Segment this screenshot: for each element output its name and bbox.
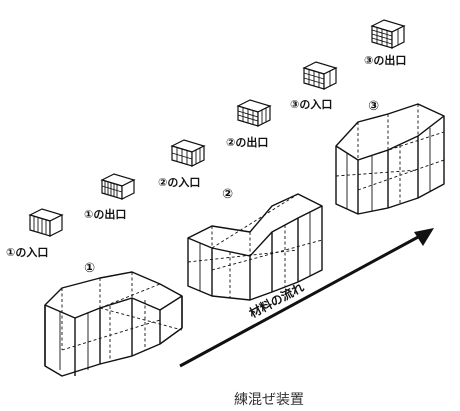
sample-block-1-outlet <box>102 174 134 199</box>
sample-block-1-inlet <box>30 209 62 236</box>
sample-block-2-outlet <box>238 100 270 126</box>
step-label-3-outlet: ③の出口 <box>364 53 406 67</box>
sample-block-3-inlet <box>304 62 336 89</box>
step-label-2-inlet: ②の入口 <box>158 176 200 189</box>
diagram-caption: 練混ぜ装置 <box>234 392 304 408</box>
step-label-1-outlet: ①の出口 <box>84 207 126 221</box>
step-label-3-inlet: ③の入口 <box>290 98 332 111</box>
step-label-1-inlet: ①の入口 <box>6 246 48 259</box>
sample-block-2-inlet <box>172 140 204 166</box>
step-label-2-outlet: ②の出口 <box>226 135 268 149</box>
mixing-element-3 <box>336 104 444 214</box>
mixing-element-1 <box>45 272 182 376</box>
sample-block-3-outlet <box>372 20 404 48</box>
stage-marker-2: ② <box>222 187 233 202</box>
stage-marker-1: ① <box>84 261 95 276</box>
stage-marker-3: ③ <box>368 99 379 114</box>
